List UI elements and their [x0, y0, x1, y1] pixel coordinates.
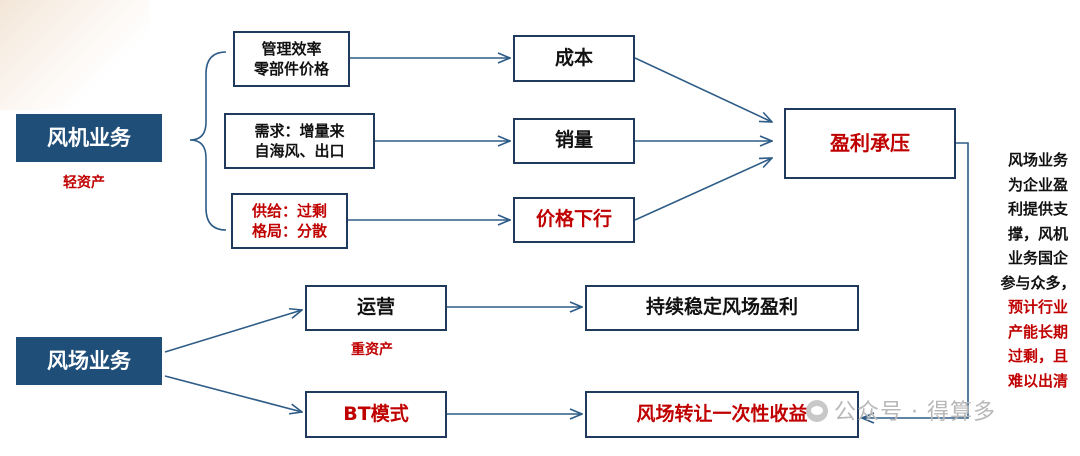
stable-profit-label: 持续稳定风场盈利: [645, 296, 798, 319]
factor-box-demand: 需求：增量来 自海风、出口: [224, 113, 375, 169]
wind-turbine-business-box: 风机业务: [16, 114, 162, 162]
watermark-text: 公众号 · 得算多: [834, 400, 996, 425]
outcome-volume-box: 销量: [513, 118, 635, 164]
side-line: 参与众多，: [1000, 273, 1076, 292]
factor-line: 管理效率: [261, 39, 322, 58]
outcome-price-box: 价格下行: [513, 197, 635, 243]
factor-line: 零部件价格: [253, 60, 329, 78]
side-line: 撑，风机: [1007, 224, 1068, 243]
wind-turbine-business-title: 风机业务: [47, 125, 131, 150]
factor-brace: [189, 51, 227, 231]
corner-decoration: [0, 0, 150, 110]
side-line: 业务国企: [1007, 249, 1068, 267]
profit-pressure-box: 盈利承压: [784, 108, 956, 179]
side-commentary: 风场业务 为企业盈 利提供支 撑，风机 业务国企 参与众多， 预计行业 产能长期…: [996, 148, 1080, 393]
side-line: 利提供支: [1007, 200, 1068, 218]
wind-farm-business-title: 风场业务: [47, 348, 131, 373]
factor-box-supply: 供给：过剩 格局：分散: [231, 193, 348, 249]
profit-pressure-label: 盈利承压: [830, 131, 910, 155]
bt-mode-box: BT模式: [305, 391, 447, 438]
arrow-cost-result: [634, 57, 772, 122]
outcome-label: 成本: [554, 46, 593, 69]
outcome-label: 价格下行: [535, 208, 612, 231]
outcome-cost-box: 成本: [513, 35, 635, 82]
wind-turbine-tag: 轻资产: [63, 175, 105, 191]
side-line: 为企业盈: [1007, 175, 1068, 194]
side-line-highlight: 过剩，且: [1007, 347, 1068, 365]
side-line-highlight: 难以出清: [1007, 371, 1068, 390]
one-off-income-label: 风场转让一次性收益: [636, 402, 808, 425]
factor-box-efficiency: 管理效率 零部件价格: [233, 31, 350, 87]
operations-tag: 重资产: [351, 342, 393, 358]
factor-line: 供给：过剩: [251, 201, 327, 220]
wechat-icon: [806, 400, 828, 422]
outcome-label: 销量: [554, 129, 593, 152]
factor-line: 需求：增量来: [254, 121, 345, 140]
factor-line: 自海风、出口: [254, 142, 345, 160]
arrow-farm-bt: [164, 375, 302, 412]
factor-line: 格局：分散: [251, 222, 327, 240]
side-line-highlight: 产能长期: [1007, 322, 1068, 341]
arrow-result-to-bt-result: [862, 142, 969, 418]
side-line-highlight: 预计行业: [1007, 298, 1068, 316]
operations-box: 运营: [305, 285, 447, 331]
wind-farm-business-box: 风场业务: [16, 337, 162, 385]
operations-label: 运营: [356, 296, 395, 319]
arrow-price-result: [634, 158, 772, 221]
side-line: 风场业务: [1007, 151, 1068, 169]
stable-profit-box: 持续稳定风场盈利: [585, 285, 859, 331]
arrow-farm-ops: [164, 310, 302, 353]
watermark: 公众号 · 得算多: [806, 394, 996, 426]
bt-mode-label: BT模式: [343, 402, 409, 425]
